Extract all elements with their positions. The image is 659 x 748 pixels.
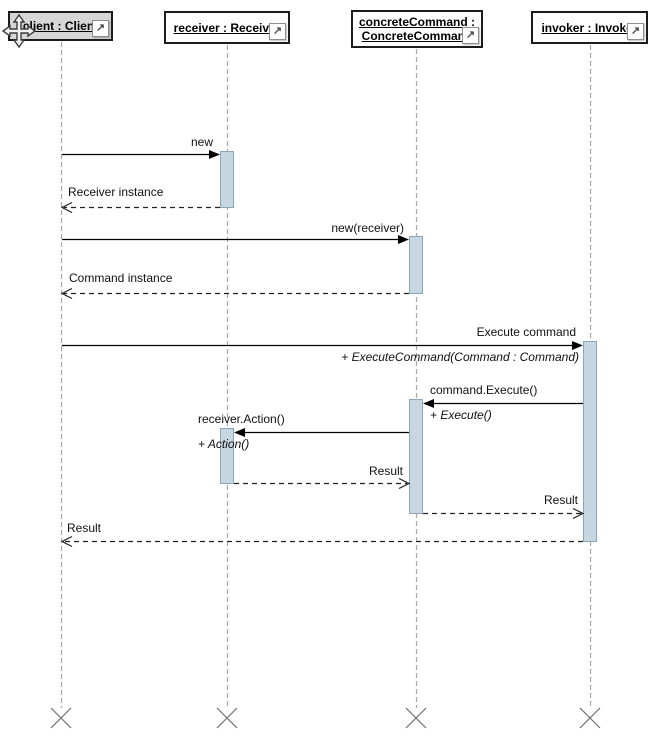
return-label-receiver-instance[interactable]: Receiver instance [68, 185, 164, 199]
message-label-execute-command[interactable]: Execute command [476, 325, 576, 339]
expand-arrow-icon[interactable]: ↗ [92, 20, 109, 37]
return-receiver-instance[interactable] [60, 201, 220, 214]
move-cursor-icon [1, 13, 37, 49]
lifeline-label-client: client : Client [22, 19, 99, 33]
operation-label-execute[interactable]: + Execute() [430, 408, 492, 422]
return-command-instance[interactable] [60, 287, 409, 300]
activation-receiver-action[interactable] [220, 428, 234, 484]
activation-invoker-execute[interactable] [583, 341, 597, 542]
destroy-x-concrete-command [405, 707, 427, 729]
return-label-result-to-command[interactable]: Result [368, 464, 403, 478]
expand-arrow-icon[interactable]: ↗ [627, 23, 644, 40]
destroy-x-invoker [579, 707, 601, 729]
lifeline-label-invoker: invoker : Invoker [541, 20, 638, 35]
return-result-to-command[interactable] [234, 477, 411, 490]
activation-concrete-command-execute[interactable] [409, 399, 423, 514]
return-label-result-to-client[interactable]: Result [67, 521, 102, 535]
message-receiver-action[interactable] [234, 428, 409, 437]
message-label-new[interactable]: new [190, 135, 213, 149]
message-execute-command[interactable] [62, 341, 583, 350]
operation-label-execute-command[interactable]: + ExecuteCommand(Command : Command) [341, 350, 579, 364]
return-label-result-to-invoker[interactable]: Result [543, 493, 578, 507]
message-label-new-receiver[interactable]: new(receiver) [331, 221, 404, 235]
operation-label-action[interactable]: + Action() [198, 437, 250, 451]
activation-receiver-new[interactable] [220, 151, 234, 208]
lifeline-box-concrete-command[interactable]: concreteCommand : ConcreteCommand ↗ [351, 10, 483, 48]
expand-arrow-icon[interactable]: ↗ [269, 23, 286, 40]
expand-arrow-icon[interactable]: ↗ [462, 27, 479, 44]
activation-concrete-command-new[interactable] [409, 236, 423, 294]
lifeline-label-concrete-command-line1: concreteCommand : [358, 15, 476, 29]
lifeline-label-concrete-command-line2: ConcreteCommand [361, 29, 473, 43]
message-command-execute[interactable] [423, 399, 583, 408]
message-new-receiver[interactable] [62, 235, 409, 244]
lifeline-label-receiver: receiver : Receiver [173, 20, 281, 35]
lifeline-box-invoker[interactable]: invoker : Invoker ↗ [531, 11, 648, 44]
lifeline-box-receiver[interactable]: receiver : Receiver ↗ [164, 11, 290, 44]
message-label-receiver-action[interactable]: receiver.Action() [198, 412, 285, 426]
message-label-command-execute[interactable]: command.Execute() [430, 383, 538, 397]
destroy-x-receiver [216, 707, 238, 729]
return-label-command-instance[interactable]: Command instance [69, 271, 173, 285]
destroy-x-client [50, 707, 72, 729]
message-new[interactable] [62, 150, 220, 159]
return-result-to-client[interactable] [60, 535, 583, 548]
return-result-to-invoker[interactable] [423, 507, 585, 520]
